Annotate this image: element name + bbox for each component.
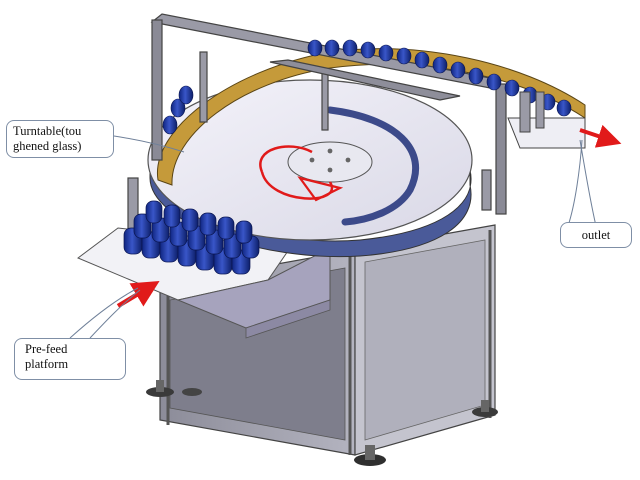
callout-leaders [69, 135, 597, 339]
bottles-on-rail [162, 39, 572, 135]
callout-prefeed-line-2: platform [25, 357, 69, 371]
bottles-on-platform [123, 200, 260, 275]
leveling-feet [146, 380, 498, 466]
rotation-arrow [259, 145, 334, 200]
callout-outlet: outlet [560, 222, 632, 248]
callout-turntable: Turntable(tou ghened glass) [6, 120, 114, 158]
prefeed-direction-arrow [116, 281, 160, 308]
inner-guide-rail [326, 106, 419, 226]
callout-prefeed-line-1: Pre-feed [25, 342, 68, 356]
callout-turntable-line-2: ghened glass) [13, 139, 82, 153]
callout-outlet-text: outlet [581, 228, 611, 242]
callout-turntable-line-1: Turntable(tou [13, 124, 82, 138]
callout-prefeed-platform: Pre-feed platform [14, 338, 126, 380]
outlet-direction-arrow [579, 124, 622, 148]
outlet-chute [507, 91, 586, 149]
